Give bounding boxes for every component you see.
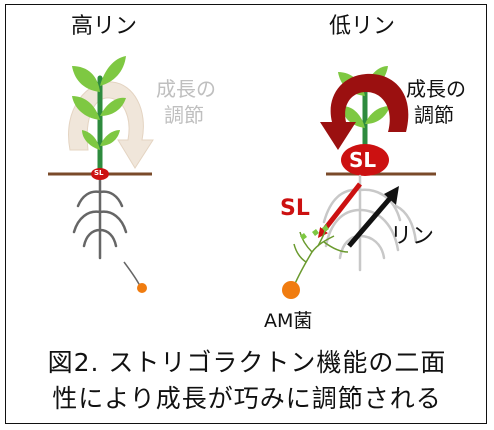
- sl-badge-large: [341, 144, 389, 176]
- high-p-roots: [72, 174, 128, 260]
- faded-regulation-arrow: [68, 81, 154, 169]
- phosphorus-arrow-head: [384, 186, 399, 205]
- low-p-title: 低リン: [329, 14, 396, 39]
- high-p-regulation-label: 成長の 調節: [156, 77, 216, 127]
- high-p-title: 高リン: [71, 14, 138, 39]
- am-fungus: [282, 223, 349, 299]
- phosphorus-arrow: [347, 194, 394, 248]
- low-p-roots: [322, 174, 418, 272]
- leaf: [72, 96, 100, 120]
- leaf: [82, 130, 100, 150]
- low-p-regulation-label: 成長の 調節: [406, 77, 466, 127]
- regulation-arrow: [320, 73, 409, 150]
- sl-arrow: [317, 182, 362, 238]
- high-p-plant: [68, 56, 154, 175]
- leaf: [100, 56, 126, 86]
- caption-line-1: 図2. ストリゴラクトン機能の二面: [47, 348, 447, 377]
- leaf: [100, 130, 120, 146]
- high-p-sl-badge-text: SL: [94, 169, 104, 177]
- caption-line-2: 性により成長が巧みに調節される: [52, 384, 442, 413]
- sl-arrow-label: SL: [280, 196, 310, 221]
- leaf: [365, 106, 390, 124]
- fungus-spore: [282, 281, 300, 299]
- leaf: [100, 97, 126, 116]
- fungus-hypha-small: [123, 261, 141, 287]
- phosphorus-arrow-label: リン: [390, 224, 435, 249]
- fungus-label: AM菌: [264, 310, 313, 332]
- low-p-plant: [320, 66, 409, 153]
- fungus-spore-small: [137, 283, 147, 293]
- low-p-sl-badge-text: SL: [349, 148, 377, 172]
- leaf: [342, 106, 365, 128]
- leaf: [72, 66, 100, 92]
- sl-badge-small: [91, 168, 109, 180]
